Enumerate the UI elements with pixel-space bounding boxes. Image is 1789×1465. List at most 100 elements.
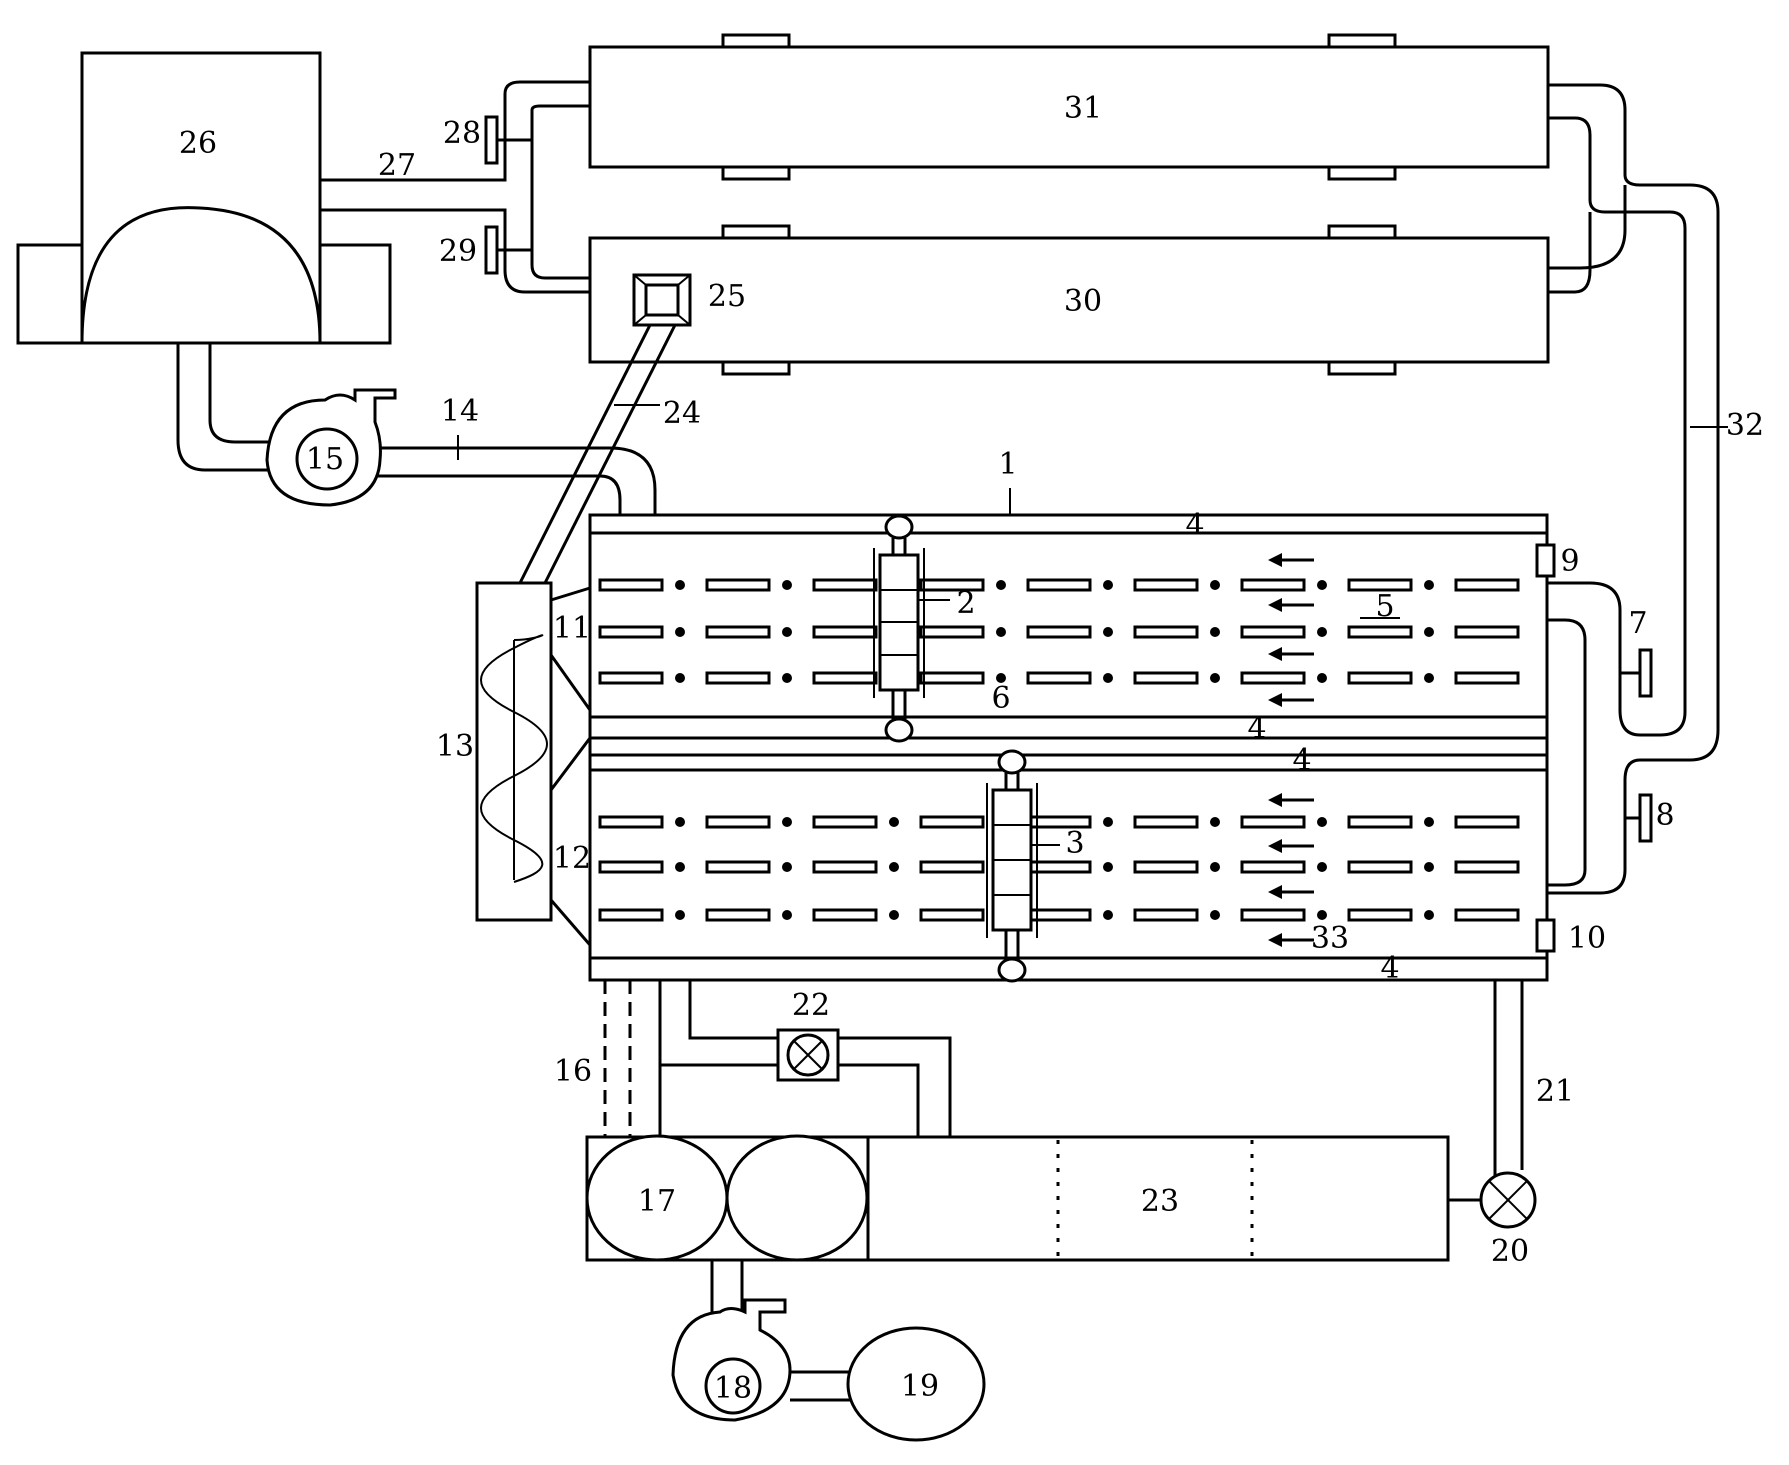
slat bbox=[705, 908, 771, 922]
slat-dot bbox=[1103, 673, 1113, 683]
label-9: 9 bbox=[1560, 544, 1579, 579]
slat-dot bbox=[996, 580, 1006, 590]
label-1: 1 bbox=[998, 447, 1017, 482]
slat-dot bbox=[1317, 580, 1327, 590]
slat bbox=[1133, 815, 1199, 829]
label-29: 29 bbox=[439, 234, 477, 269]
slat bbox=[1026, 671, 1092, 685]
slat-dot bbox=[782, 862, 792, 872]
slat bbox=[919, 578, 985, 592]
slat bbox=[1240, 671, 1306, 685]
slat bbox=[1347, 578, 1413, 592]
label-4d: 4 bbox=[1380, 951, 1399, 986]
slat bbox=[812, 578, 878, 592]
label-33: 33 bbox=[1311, 921, 1349, 956]
label-16: 16 bbox=[554, 1054, 592, 1089]
slat bbox=[919, 815, 985, 829]
pipe-14 bbox=[176, 343, 657, 515]
label-13: 13 bbox=[436, 729, 474, 764]
fan-15 bbox=[265, 388, 397, 507]
slat-dot bbox=[1103, 862, 1113, 872]
slat-dot bbox=[1424, 580, 1434, 590]
slat bbox=[1240, 908, 1306, 922]
carrier-3 bbox=[986, 749, 1060, 983]
tank-26 bbox=[16, 51, 392, 345]
slat-dot bbox=[1317, 862, 1327, 872]
slat-dot bbox=[1210, 673, 1220, 683]
label-21: 21 bbox=[1536, 1074, 1574, 1109]
label-4c: 4 bbox=[1292, 743, 1311, 778]
slat-dot bbox=[889, 817, 899, 827]
label-22: 22 bbox=[792, 988, 830, 1023]
slat bbox=[812, 908, 878, 922]
slat bbox=[598, 860, 664, 874]
slat bbox=[705, 578, 771, 592]
cylinder-17 bbox=[585, 1134, 869, 1262]
label-10: 10 bbox=[1568, 921, 1606, 956]
slat bbox=[919, 908, 985, 922]
slat-dot bbox=[996, 673, 1006, 683]
slat bbox=[1133, 671, 1199, 685]
label-19: 19 bbox=[901, 1369, 939, 1404]
slat-dot bbox=[1103, 910, 1113, 920]
slat bbox=[1240, 815, 1306, 829]
slat bbox=[919, 860, 985, 874]
label-15: 15 bbox=[306, 442, 344, 477]
sensor-10 bbox=[1535, 918, 1556, 953]
slat bbox=[1454, 625, 1520, 639]
slat bbox=[1347, 860, 1413, 874]
slat bbox=[1133, 625, 1199, 639]
label-32: 32 bbox=[1726, 408, 1764, 443]
airflow-arrow bbox=[1268, 598, 1314, 612]
slat bbox=[1133, 578, 1199, 592]
slat bbox=[1347, 625, 1413, 639]
airflow-arrow bbox=[1268, 885, 1314, 899]
label-26: 26 bbox=[179, 126, 217, 161]
slat-dot bbox=[1317, 673, 1327, 683]
pipe-21 bbox=[1493, 980, 1524, 1190]
slat bbox=[1454, 908, 1520, 922]
airflow-arrow bbox=[1268, 793, 1314, 807]
label-20: 20 bbox=[1491, 1234, 1529, 1269]
slat bbox=[1026, 625, 1092, 639]
valve-7 bbox=[1620, 648, 1653, 698]
label-2: 2 bbox=[956, 586, 975, 621]
slat bbox=[1454, 860, 1520, 874]
slat bbox=[812, 625, 878, 639]
pipe-16 bbox=[603, 980, 662, 1137]
carrier-2 bbox=[873, 514, 950, 743]
slat-dot bbox=[1210, 580, 1220, 590]
slat bbox=[1347, 671, 1413, 685]
slat bbox=[598, 671, 664, 685]
label-4a: 4 bbox=[1185, 508, 1204, 543]
slat bbox=[705, 860, 771, 874]
label-8: 8 bbox=[1655, 798, 1674, 833]
slat-dot bbox=[782, 580, 792, 590]
sensor-9 bbox=[1535, 543, 1556, 578]
slat-dot bbox=[889, 910, 899, 920]
outlet-25 bbox=[632, 273, 692, 327]
slat bbox=[1347, 815, 1413, 829]
slat bbox=[1133, 860, 1199, 874]
label-4b: 4 bbox=[1247, 711, 1266, 746]
slat-dot bbox=[996, 627, 1006, 637]
pipe-27 bbox=[320, 80, 590, 294]
slat bbox=[598, 908, 664, 922]
unit-19 bbox=[846, 1326, 986, 1442]
slat-dot bbox=[1424, 862, 1434, 872]
slat-dot bbox=[1424, 627, 1434, 637]
slat bbox=[705, 671, 771, 685]
slat-dot bbox=[675, 862, 685, 872]
valve-28 bbox=[484, 115, 532, 165]
collector-30 bbox=[588, 224, 1550, 376]
airflow-arrow bbox=[1268, 553, 1314, 567]
slat-dot bbox=[675, 910, 685, 920]
label-31: 31 bbox=[1064, 91, 1102, 126]
slat bbox=[812, 860, 878, 874]
slat-dot bbox=[1317, 817, 1327, 827]
slat-dot bbox=[1210, 862, 1220, 872]
slat-dot bbox=[1103, 580, 1113, 590]
label-30: 30 bbox=[1064, 284, 1102, 319]
return-pipes bbox=[1547, 581, 1641, 895]
